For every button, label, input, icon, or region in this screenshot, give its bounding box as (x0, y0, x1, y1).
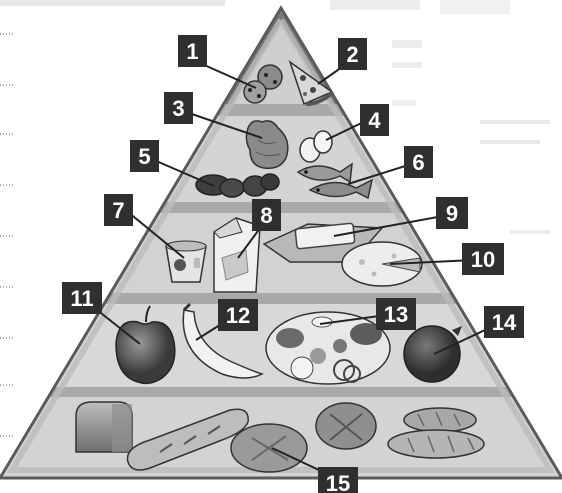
label-8-text: 8 (260, 203, 272, 228)
label-2-text: 2 (346, 42, 358, 67)
label-4-text: 4 (368, 108, 381, 133)
label-2: 2 (338, 38, 367, 70)
label-13-text: 13 (384, 302, 408, 327)
label-9-text: 9 (446, 201, 458, 226)
label-6: 6 (404, 146, 433, 178)
label-15-text: 15 (326, 471, 350, 493)
label-11: 11 (62, 282, 102, 314)
label-3: 3 (164, 92, 193, 124)
label-6-text: 6 (412, 150, 424, 175)
label-7: 7 (104, 194, 133, 226)
label-3-text: 3 (172, 96, 184, 121)
label-1-text: 1 (186, 39, 198, 64)
margin-dotted-lines (0, 34, 14, 436)
label-11-text: 11 (70, 286, 93, 311)
label-4: 4 (360, 104, 389, 136)
label-8: 8 (252, 199, 281, 231)
label-14: 14 (484, 306, 524, 338)
label-9: 9 (436, 197, 468, 229)
label-5: 5 (130, 140, 159, 172)
label-10: 10 (462, 243, 504, 275)
label-13: 13 (376, 298, 416, 330)
label-1: 1 (178, 35, 207, 67)
label-5-text: 5 (138, 144, 150, 169)
label-12-text: 12 (226, 303, 250, 328)
label-14-text: 14 (492, 310, 517, 335)
label-7-text: 7 (112, 198, 124, 223)
label-10-text: 10 (471, 247, 495, 272)
label-12: 12 (218, 299, 258, 331)
label-15: 15 (318, 467, 358, 493)
